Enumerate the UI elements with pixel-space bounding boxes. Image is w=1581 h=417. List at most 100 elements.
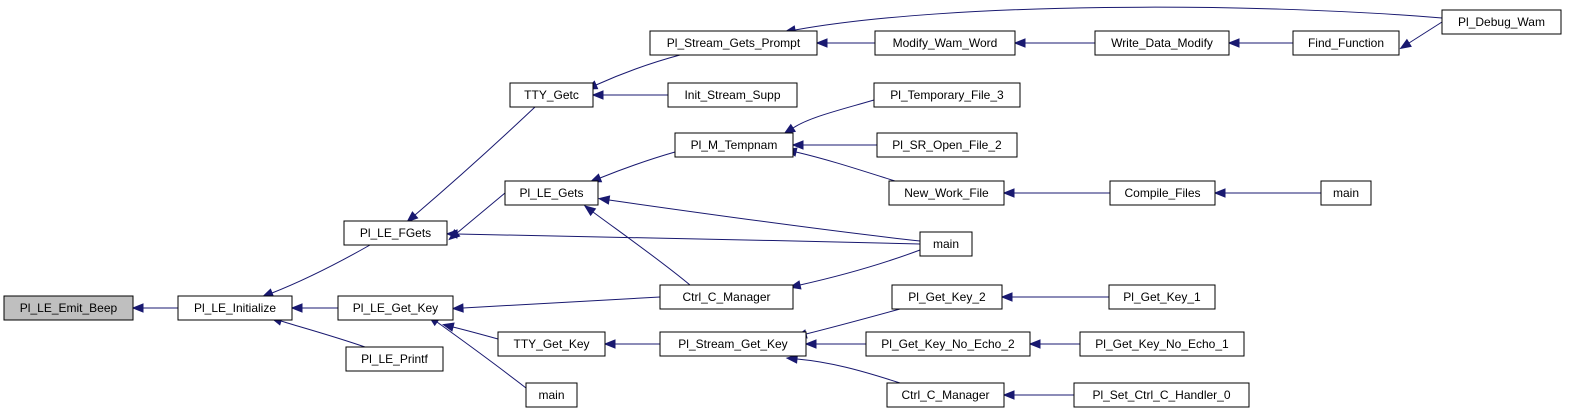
graph-node-ctrl-c-manager[interactable]: Ctrl_C_Manager [886, 382, 1005, 408]
graph-node-modify-wam-word[interactable]: Modify_Wam_Word [874, 30, 1016, 56]
node-label: Pl_Set_Ctrl_C_Handler_0 [1092, 388, 1230, 402]
edge-n7-to-n2 [445, 229, 921, 245]
node-box [1320, 180, 1372, 206]
edge-line [608, 199, 921, 242]
node-label: Pl_M_Tempnam [691, 138, 778, 152]
edge-n3-to-n1 [290, 303, 338, 313]
edge-n9-to-n3 [442, 322, 499, 340]
node-box [509, 82, 594, 108]
arrow-head-icon [1399, 38, 1412, 50]
edge-n27-to-n26 [1028, 339, 1080, 349]
node-label: TTY_Getc [524, 88, 579, 102]
graph-node-pl-get-key-2[interactable]: Pl_Get_Key_2 [891, 284, 1003, 310]
arrow-head-icon [597, 195, 611, 205]
graph-node-main[interactable]: main [1320, 180, 1372, 206]
node-box [674, 132, 794, 158]
node-label: Pl_Get_Key_No_Echo_1 [1095, 337, 1229, 351]
edge-line [280, 320, 366, 348]
node-label: Pl_Get_Key_No_Echo_2 [881, 337, 1015, 351]
graph-node-pl-le-initialize[interactable]: Pl_LE_Initialize [177, 295, 293, 321]
node-box [888, 180, 1005, 206]
node-box [886, 382, 1005, 408]
node-box [3, 295, 134, 321]
edge-n18-to-n17 [1399, 21, 1443, 50]
graph-node-pl-debug-wam[interactable]: Pl_Debug_Wam [1441, 9, 1562, 35]
node-box [1079, 331, 1245, 357]
graph-node-pl-get-key-1[interactable]: Pl_Get_Key_1 [1108, 284, 1216, 310]
edge-n26-to-n14 [804, 339, 866, 349]
node-box [667, 82, 798, 108]
node-label: Pl_Temporary_File_3 [890, 88, 1004, 102]
edge-n19-to-n13 [783, 99, 875, 135]
graph-node-pl-stream-gets-prompt[interactable]: Pl_Stream_Gets_Prompt [649, 30, 818, 56]
node-box [337, 295, 454, 321]
graph-node-tty-get-key[interactable]: TTY_Get_Key [497, 331, 606, 357]
graph-node-new-work-file[interactable]: New_Work_File [888, 180, 1005, 206]
graph-node-pl-get-key-no-echo-1[interactable]: Pl_Get_Key_No_Echo_1 [1079, 331, 1245, 357]
edge-n7-to-n8 [788, 249, 921, 290]
edge-line [792, 99, 875, 129]
graph-node-pl-m-tempnam[interactable]: Pl_M_Tempnam [674, 132, 794, 158]
node-box [874, 30, 1016, 56]
graph-node-pl-stream-get-key[interactable]: Pl_Stream_Get_Key [659, 331, 807, 357]
arrow-head-icon [1213, 188, 1226, 198]
edge-line [592, 211, 691, 286]
graph-node-main[interactable]: main [919, 231, 973, 257]
edge-n13-to-n6 [589, 151, 676, 183]
graph-node-ctrl-c-manager[interactable]: Ctrl_C_Manager [659, 284, 794, 310]
arrow-head-icon [804, 339, 817, 349]
graph-node-pl-temporary-file-3[interactable]: Pl_Temporary_File_3 [873, 82, 1021, 108]
graph-node-init-stream-supp[interactable]: Init_Stream_Supp [667, 82, 798, 108]
node-label: Pl_Get_Key_2 [908, 290, 986, 304]
graph-node-pl-set-ctrl-c-handler-0[interactable]: Pl_Set_Ctrl_C_Handler_0 [1073, 382, 1250, 408]
graph-node-pl-le-get-key[interactable]: Pl_LE_Get_Key [337, 295, 454, 321]
node-box [497, 331, 606, 357]
edge-line [796, 358, 901, 384]
node-box [873, 82, 1021, 108]
edge-n4-to-n1 [270, 316, 366, 348]
node-label: Pl_LE_FGets [360, 226, 431, 240]
edge-n7-to-n6 [597, 195, 921, 242]
edge-line [456, 233, 921, 245]
edge-n16-to-n15 [1013, 38, 1095, 48]
graph-node-pl-le-gets[interactable]: Pl_LE_Gets [504, 180, 599, 206]
edge-n12-to-n5 [591, 90, 668, 100]
node-box [1094, 30, 1230, 56]
arrow-head-icon [1002, 390, 1015, 400]
edge-line [1408, 21, 1443, 44]
node-label: Pl_LE_Gets [519, 186, 583, 200]
node-label: main [933, 237, 959, 251]
graph-node-pl-le-printf[interactable]: Pl_LE_Printf [345, 346, 444, 372]
graph-node-tty-getc[interactable]: TTY_Getc [509, 82, 594, 108]
edge-n5-to-n2 [406, 106, 536, 223]
arrow-head-icon [785, 354, 798, 364]
graph-node-find-function[interactable]: Find_Function [1292, 30, 1400, 56]
edge-n25-to-n24 [1000, 292, 1109, 302]
graph-node-write-data-modify[interactable]: Write_Data_Modify [1094, 30, 1230, 56]
node-box [1109, 180, 1216, 206]
node-label: Pl_LE_Printf [361, 352, 428, 366]
node-box [649, 30, 818, 56]
node-box [525, 382, 578, 408]
node-label: Pl_LE_Initialize [194, 301, 276, 315]
node-label: Ctrl_C_Manager [901, 388, 989, 402]
node-label: Ctrl_C_Manager [682, 290, 770, 304]
edge-line [436, 321, 527, 389]
arrow-head-icon [1002, 188, 1015, 198]
graph-node-compile-files[interactable]: Compile_Files [1109, 180, 1216, 206]
edge-n18-to-n11 [783, 6, 1443, 35]
graph-node-pl-get-key-no-echo-2[interactable]: Pl_Get_Key_No_Echo_2 [865, 331, 1031, 357]
arrow-head-icon [406, 211, 419, 223]
arrow-head-icon [791, 140, 804, 150]
graph-node-pl-le-fgets[interactable]: Pl_LE_FGets [343, 220, 448, 246]
node-label: Find_Function [1308, 36, 1384, 50]
arrow-head-icon [1000, 292, 1013, 302]
node-box [504, 180, 599, 206]
graph-node-pl-sr-open-file-2[interactable]: Pl_SR_Open_File_2 [876, 132, 1018, 158]
edge-line [456, 192, 506, 234]
graph-node-main[interactable]: main [525, 382, 578, 408]
node-label: main [538, 388, 564, 402]
node-label: Pl_LE_Get_Key [353, 301, 438, 315]
edge-n11-to-n5 [585, 54, 681, 90]
